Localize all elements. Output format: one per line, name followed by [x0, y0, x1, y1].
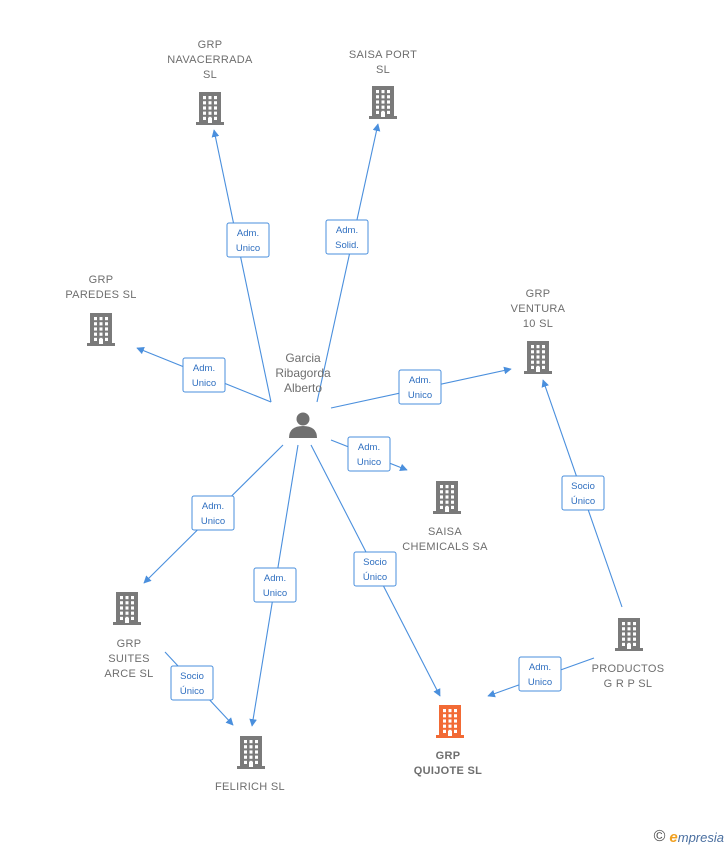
edge-label-text: Adm.	[358, 442, 380, 453]
edge-label-box	[191, 495, 235, 531]
company-node-productos[interactable]: PRODUCTOS G R P SL	[592, 618, 665, 690]
edge-label-text: Unico	[263, 588, 287, 599]
company-name-line: SL	[376, 64, 390, 76]
edge-label-person-to-paredes[interactable]: Adm. Unico	[182, 357, 226, 393]
company-name-line: PRODUCTOS	[592, 663, 665, 675]
person-name-line: Garcia	[285, 351, 321, 365]
company-name-line: GRP	[526, 288, 551, 300]
brand-name: mpresia	[677, 829, 724, 845]
company-node-saisa_chem[interactable]: SAISA CHEMICALS SA	[402, 481, 488, 553]
edge-label-text: Unico	[192, 378, 216, 389]
brand-initial: e	[669, 828, 678, 846]
edge-label-box	[561, 475, 605, 511]
company-node-quijote[interactable]: GRP QUIJOTE SL	[414, 705, 482, 777]
company-node-navacerrada[interactable]: GRP NAVACERRADA SL	[167, 39, 253, 125]
edge-label-text: Único	[363, 572, 387, 583]
edge-label-text: Unico	[357, 457, 381, 468]
edge-label-text: Adm.	[202, 501, 224, 512]
company-name-line: SAISA	[428, 526, 462, 538]
company-node-ventura[interactable]: GRP VENTURA 10 SL	[511, 288, 566, 374]
company-node-suites[interactable]: GRP SUITES ARCE SL	[104, 592, 153, 680]
edge-label-text: Adm.	[336, 225, 358, 236]
edge-label-text: Adm.	[529, 662, 551, 673]
edge-person-to-navacerrada	[211, 129, 272, 403]
footer-brand: © empresia	[654, 828, 724, 846]
edge-label-box	[398, 369, 442, 405]
building-icon	[87, 313, 115, 346]
edge-person-to-saisa_port	[316, 123, 381, 403]
company-name-line: ARCE SL	[104, 668, 153, 680]
edge-label-text: Adm.	[264, 573, 286, 584]
edge-label-productos-to-quijote[interactable]: Adm. Unico	[518, 656, 562, 692]
edge-label-person-to-saisa_chem[interactable]: Adm. Unico	[347, 436, 391, 472]
company-name-line: SL	[203, 69, 217, 81]
edge-label-person-to-felirich[interactable]: Adm. Unico	[253, 567, 297, 603]
edge-label-person-to-suites[interactable]: Adm. Unico	[191, 495, 235, 531]
company-name-line: PAREDES SL	[65, 289, 136, 301]
building-icon	[369, 86, 397, 119]
company-name-line: GRP	[198, 39, 223, 51]
building-icon	[524, 341, 552, 374]
edge-label-text: Unico	[201, 516, 225, 527]
edge-label-box	[325, 219, 369, 255]
edge-label-box	[170, 665, 214, 701]
edge-label-box	[182, 357, 226, 393]
building-icon	[436, 705, 464, 738]
company-node-felirich[interactable]: FELIRICH SL	[215, 736, 285, 793]
person-name-line: Ribagorda	[275, 366, 331, 380]
edge-label-text: Socio	[363, 557, 387, 568]
edge-label-text: Socio	[571, 481, 595, 492]
edge-label-text: Único	[180, 686, 204, 697]
edge-label-text: Único	[571, 496, 595, 507]
edges-layer	[136, 123, 623, 727]
edge-label-text: Unico	[528, 677, 552, 688]
company-name-line: SAISA PORT	[349, 49, 417, 61]
company-name-line: FELIRICH SL	[215, 781, 285, 793]
edge-label-person-to-saisa_port[interactable]: Adm. Solid.	[325, 219, 369, 255]
company-name-line: SUITES	[108, 653, 150, 665]
edge-label-person-to-navacerrada[interactable]: Adm. Unico	[226, 222, 270, 258]
edge-label-box	[518, 656, 562, 692]
company-name-line: VENTURA	[511, 303, 566, 315]
building-icon	[196, 92, 224, 125]
edge-label-box	[253, 567, 297, 603]
edge-label-text: Socio	[180, 671, 204, 682]
edge-label-text: Adm.	[193, 363, 215, 374]
company-name-line: GRP	[117, 638, 142, 650]
company-name-line: 10 SL	[523, 318, 553, 330]
company-name-line: GRP	[89, 274, 114, 286]
edge-label-text: Adm.	[237, 228, 259, 239]
edge-label-person-to-ventura[interactable]: Adm. Unico	[398, 369, 442, 405]
person-name-line: Alberto	[284, 381, 322, 395]
building-icon	[237, 736, 265, 769]
edge-label-box	[226, 222, 270, 258]
company-name-line: G R P SL	[604, 678, 653, 690]
building-icon	[615, 618, 643, 651]
edge-label-box	[347, 436, 391, 472]
edge-label-text: Solid.	[335, 240, 359, 251]
building-icon	[433, 481, 461, 514]
building-icon	[113, 592, 141, 625]
edge-label-text: Unico	[408, 390, 432, 401]
nodes-layer: GarciaRibagordaAlbertoGRPNAVACERRADASLSA…	[65, 39, 664, 793]
edge-label-text: Adm.	[409, 375, 431, 386]
company-name-line: CHEMICALS SA	[402, 541, 488, 553]
company-node-paredes[interactable]: GRP PAREDES SL	[65, 274, 136, 346]
company-node-saisa_port[interactable]: SAISA PORT SL	[349, 49, 417, 119]
company-name-line: NAVACERRADA	[167, 54, 253, 66]
edge-label-box	[353, 551, 397, 587]
copyright-icon: ©	[653, 828, 666, 845]
company-name-line: GRP	[436, 750, 461, 762]
edge-label-text: Unico	[236, 243, 260, 254]
person-icon	[289, 412, 317, 438]
company-name-line: QUIJOTE SL	[414, 765, 482, 777]
